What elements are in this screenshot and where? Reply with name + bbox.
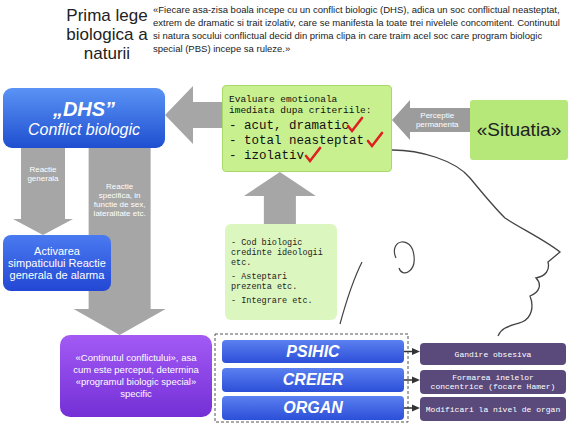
node-text: - total neasteptat [229,134,364,149]
node-text: - acut, dramatic [229,119,349,134]
level-bracket [215,334,408,422]
node-text: «Situatia» [477,119,562,141]
arrow-head [165,86,193,144]
arrow-label: Perceptie permanenta [408,111,466,129]
arrow-label: Reactie generala [23,165,63,183]
level-box: PSIHIC [222,340,404,363]
node-text: - izolativ [229,149,304,164]
arrow-head [412,405,420,412]
flow-arrow [13,148,73,235]
face-ear [394,242,414,273]
node-text: Gandire obsesiva [455,350,532,359]
node-text: Modificari la nivel de organ [426,405,560,414]
node-text: Conflict biologic [28,121,140,139]
effect-box: Gandire obsesiva [420,343,566,365]
effect-box: Formarea inelelor concentrice (focare Ha… [420,370,566,394]
arrow-head [74,309,166,335]
node-text: - Cod biologic credinte ideologii etc. [231,238,331,268]
node-text: «Continutul conflictului», asa cum este … [66,352,206,400]
arrow-head [412,377,420,384]
node-text: - Integrare etc. [231,296,313,306]
situation-box: «Situatia» [470,100,568,160]
quote-note: «Fiecare asa-zisa boala incepe cu un con… [153,3,568,55]
evaluation-box: Evaluare emotionala imediata dupa criter… [222,85,392,172]
node-text: Evaluare emotionala imediata dupa criter… [229,94,385,116]
program-box: «Continutul conflictului», asa cum este … [60,335,212,417]
arrow-shaft [193,102,222,128]
arrow-shaft [264,196,296,224]
flow-arrow [404,348,420,355]
arrow-shaft [404,407,412,409]
level-box: ORGAN [222,396,404,420]
node-text: „DHS” [53,98,115,121]
flow-arrow [404,377,420,384]
node-text: - Asteptari prezenta etc. [231,272,331,292]
arrow-label: Reactie specifica, in functie de sex, la… [91,182,149,218]
flow-arrow [404,405,420,412]
reaction-box: Activarea simpaticului Reactie generala … [3,235,111,291]
arrow-shaft [21,148,65,219]
effect-box: Modificari la nivel de organ [420,397,566,421]
node-text: Formarea inelelor concentrice (focare Ha… [424,373,562,391]
face-neck [340,262,362,324]
level-box: CREIER [222,368,404,392]
arrow-shaft [404,379,412,381]
node-text: CREIER [283,371,343,389]
conflict-box: „DHS”Conflict biologic [3,88,165,148]
page-title: Prima lege biologica a naturii [62,6,152,63]
factor-box: - Cod biologic credinte ideologii etc. - … [225,224,337,320]
arrow-head [412,348,420,355]
arrow-head [13,219,73,235]
arrow-shaft [404,351,412,353]
node-text: ORGAN [283,399,343,417]
flow-arrow [392,100,470,140]
arrow-head [392,100,410,140]
node-text: PSIHIC [286,343,339,361]
arrow-head [244,172,316,196]
node-text: Activarea simpaticului Reactie generala … [7,245,107,281]
flow-arrow [165,86,222,144]
face-profile [392,150,560,336]
flow-arrow [244,172,316,224]
